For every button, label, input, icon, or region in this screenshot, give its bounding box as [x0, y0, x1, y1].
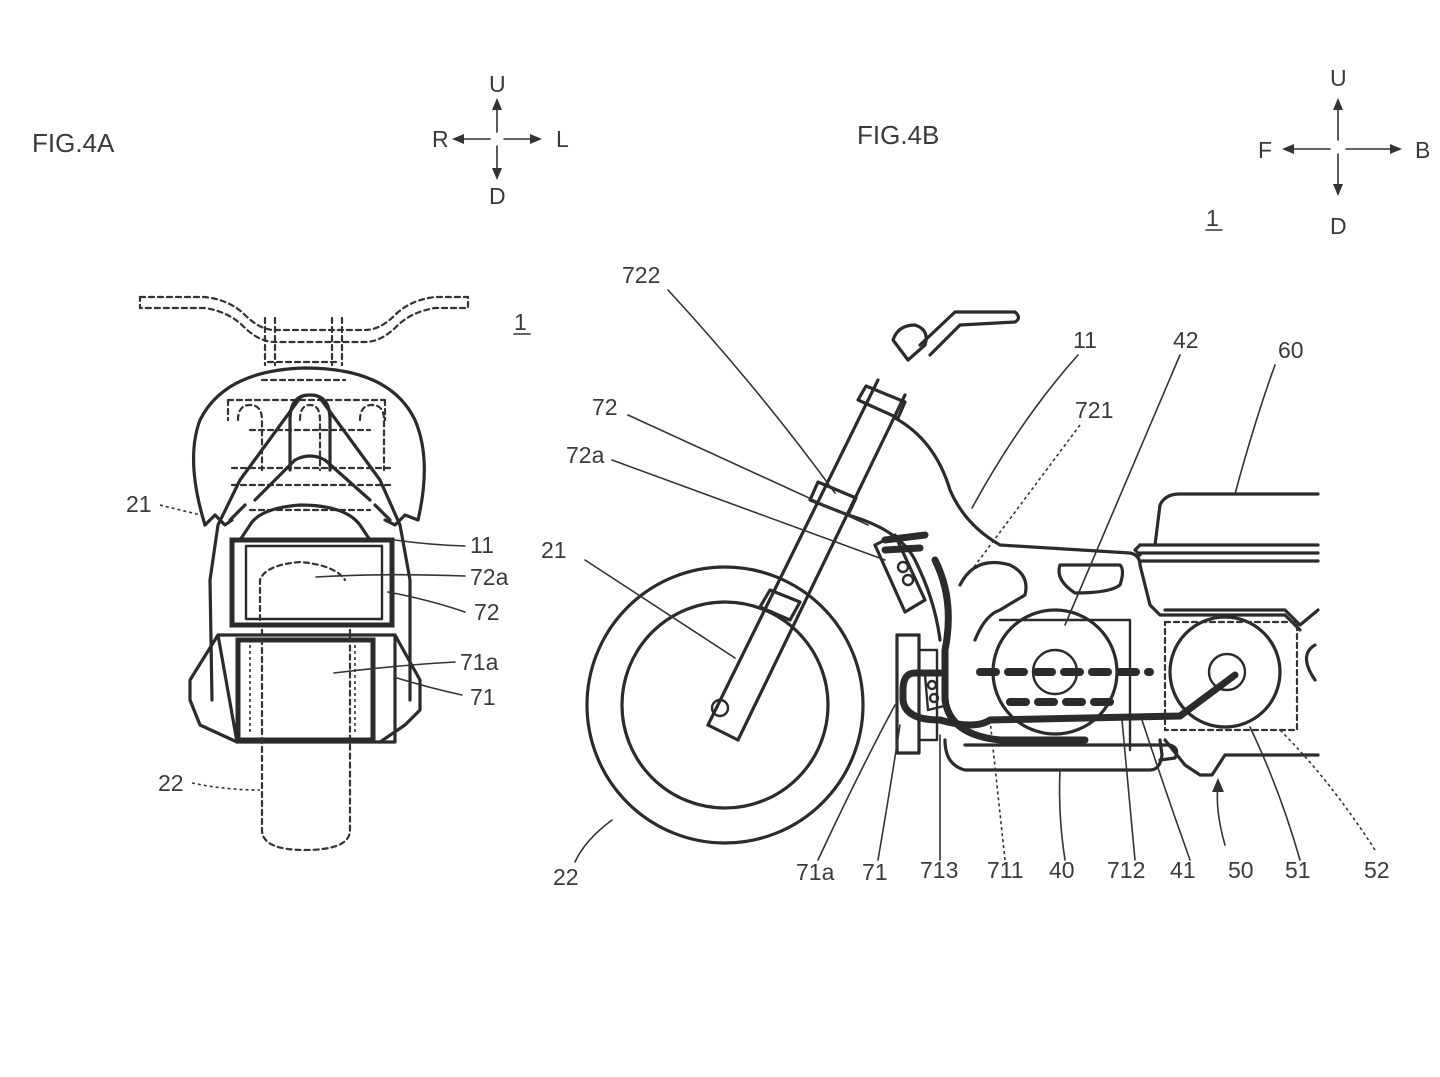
fig-4a-title: FIG.4A: [32, 128, 115, 158]
direction-up-label: U: [1330, 65, 1347, 91]
label-712: 712: [1107, 857, 1145, 883]
label-60-seat: 60: [1278, 337, 1304, 363]
main-frame-11: [208, 393, 412, 702]
label-22-wheel: 22: [158, 770, 184, 796]
label-72-battery: 72: [592, 394, 618, 420]
label-72a: 72a: [566, 442, 605, 468]
label-72-battery: 72: [474, 599, 500, 625]
label-21-front-cowl: 21: [126, 491, 152, 517]
label-72a: 72a: [470, 564, 509, 590]
orientation-compass-b: U D F B: [1258, 65, 1430, 239]
direction-right-label: R: [432, 126, 449, 152]
label-711: 711: [987, 857, 1024, 883]
label-41: 41: [1170, 857, 1196, 883]
seat-60: [1133, 492, 1320, 563]
controller-71: [895, 633, 950, 755]
label-713: 713: [920, 857, 958, 883]
direction-back-label: B: [1415, 137, 1430, 163]
label-21-front-fork: 21: [541, 537, 567, 563]
wiring-harness: [931, 556, 1239, 744]
leader-lines-b: [574, 289, 1376, 863]
label-51-rear-wheel: 51: [1285, 857, 1311, 883]
label-42-motor: 42: [1173, 327, 1199, 353]
battery-mount-bracket: [873, 531, 929, 614]
label-71a: 71a: [460, 649, 499, 675]
fig-4b: FIG.4B U D F B 1: [541, 65, 1430, 890]
handlebar-hidden: [138, 295, 470, 382]
label-11-frame: 11: [1073, 327, 1097, 353]
leader-lines-a: [159, 504, 466, 791]
fig-4b-title: FIG.4B: [857, 120, 939, 150]
direction-up-label: U: [489, 71, 506, 97]
label-11-frame: 11: [470, 532, 494, 558]
motor-42: [991, 608, 1132, 752]
rear-wheel-51: [1163, 608, 1320, 732]
direction-down-label: D: [1330, 213, 1347, 239]
label-22-front-wheel: 22: [553, 864, 579, 890]
label-40-swing-arm: 40: [1049, 857, 1075, 883]
assembly-ref-b: 1: [1206, 205, 1219, 231]
assembly-ref-a: 1: [514, 309, 527, 335]
orientation-compass-a: U D R L: [432, 71, 569, 209]
label-722: 722: [622, 262, 660, 288]
direction-down-label: D: [489, 183, 506, 209]
rear-wheel-hidden: [260, 628, 352, 852]
front-wheel-22: [585, 565, 865, 845]
inner-structure-hidden: [226, 398, 392, 512]
label-71-controller: 71: [862, 859, 888, 885]
direction-left-label: L: [556, 126, 569, 152]
battery-72: [229, 537, 395, 628]
direction-front-label: F: [1258, 137, 1272, 163]
label-52: 52: [1364, 857, 1390, 883]
label-50: 50: [1228, 857, 1254, 883]
label-71a: 71a: [796, 859, 835, 885]
front-fork: [706, 310, 1021, 742]
front-cowl-outline: [191, 366, 426, 527]
label-71-controller: 71: [470, 684, 496, 710]
fig-4a: FIG.4A U D R L 1: [32, 71, 569, 852]
label-721: 721: [1075, 397, 1113, 423]
controller-71: [188, 633, 422, 744]
swing-arm-40: [943, 738, 1320, 777]
